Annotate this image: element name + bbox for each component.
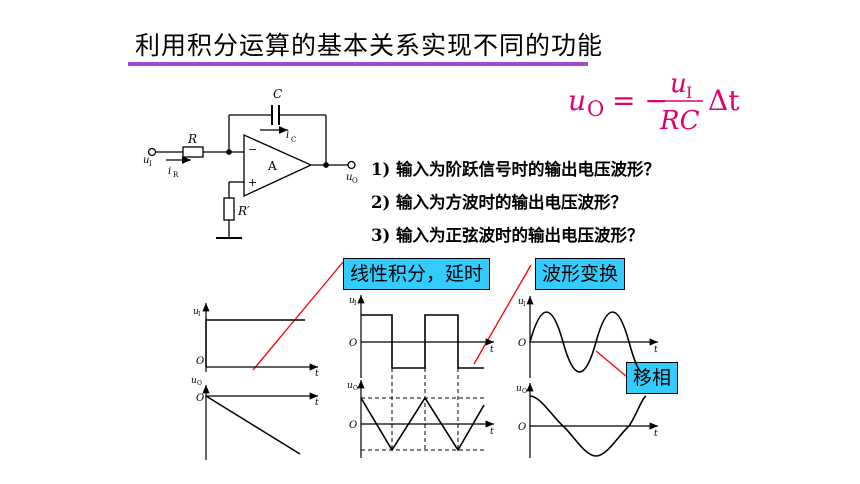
question-2: 2) 输入为方波时的输出电压波形？ (371, 193, 628, 212)
resistor-rprime (223, 197, 235, 221)
label-ui: u (349, 296, 355, 306)
label-origin: O (518, 338, 526, 349)
plot-step-labels: u I O t u O O t (191, 307, 319, 408)
triangle-output-wave (360, 396, 485, 452)
label-ui-sub: I (523, 301, 526, 308)
label-uo: u (347, 381, 353, 391)
label-ic-sub: C (291, 136, 296, 144)
question-3: 3) 输入为正弦波时的输出电压波形？ (371, 226, 644, 245)
formula-denominator: RC (659, 106, 700, 136)
label-ui-sub: I (198, 311, 201, 318)
label-t: t (315, 369, 319, 379)
title-underline (128, 62, 588, 66)
integrator-circuit (147, 105, 356, 239)
label-t: t (654, 429, 658, 439)
formula-delta-t: Δt (708, 84, 740, 117)
label-t: t (490, 427, 494, 437)
label-c: C (273, 87, 282, 101)
callout-linear-integration: 线性积分，延时 (343, 258, 491, 290)
label-origin: O (196, 356, 204, 367)
formula-eq: = − (612, 84, 668, 117)
ramp-output-wave (205, 395, 301, 455)
callout-lines (252, 261, 627, 377)
label-plus: + (248, 176, 257, 189)
label-ir: i (168, 166, 171, 177)
label-origin: O (349, 420, 357, 431)
label-t: t (315, 398, 319, 408)
page-title: 利用积分运算的基本关系实现不同的功能 (135, 31, 604, 60)
label-r: R (187, 132, 197, 146)
callout-phase-shift: 移相 (626, 362, 679, 394)
label-ui: u (143, 155, 149, 166)
label-rprime: R′ (237, 204, 250, 218)
label-origin: O (518, 422, 526, 433)
input-terminal (147, 147, 157, 157)
plot-sine (526, 296, 658, 458)
resistor-r (182, 146, 204, 158)
label-uo-sub: O (352, 177, 358, 185)
label-uo: u (191, 376, 197, 386)
label-ic: i (286, 130, 289, 141)
sine-input-wave (529, 311, 642, 373)
label-t: t (490, 345, 494, 355)
plot-step (202, 303, 318, 460)
square-input-wave (361, 314, 484, 369)
label-uo: u (516, 384, 522, 394)
label-ui: u (518, 297, 524, 307)
formula-numerator: u (670, 69, 687, 99)
integral-formula: u O = − u I RC Δt (568, 69, 740, 136)
label-minus: − (248, 143, 257, 156)
opamp (243, 133, 313, 198)
label-ir-sub: R (173, 171, 179, 179)
formula-numerator-sub: I (686, 83, 692, 102)
plot-square (357, 295, 494, 458)
plot-sine-labels: u I O t u O O t (516, 297, 658, 439)
plot-square-labels: u I O t u O O t (347, 296, 494, 437)
label-uo: u (346, 172, 352, 183)
label-uo-sub: O (353, 385, 358, 392)
label-origin: O (196, 393, 204, 404)
label-uo-sub: O (197, 380, 202, 387)
label-origin: O (349, 338, 357, 349)
output-terminal (347, 160, 356, 170)
step-input-wave (205, 319, 305, 367)
circuit-labels: C i C R u I i R A − + R′ u O (143, 87, 358, 218)
question-1: 1) 输入为阶跃信号时的输出电压波形？ (371, 160, 661, 179)
label-ui: u (193, 307, 199, 317)
label-t: t (654, 345, 658, 355)
callout-wave-conversion: 波形变换 (535, 258, 626, 290)
label-uo-sub: O (522, 388, 527, 395)
formula-lhs: u (568, 84, 586, 117)
cosine-output-wave (529, 395, 647, 457)
formula-lhs-sub: O (587, 97, 604, 121)
label-ui-sub: I (149, 160, 152, 168)
label-opamp: A (267, 159, 277, 173)
label-ui-sub: I (354, 300, 357, 307)
